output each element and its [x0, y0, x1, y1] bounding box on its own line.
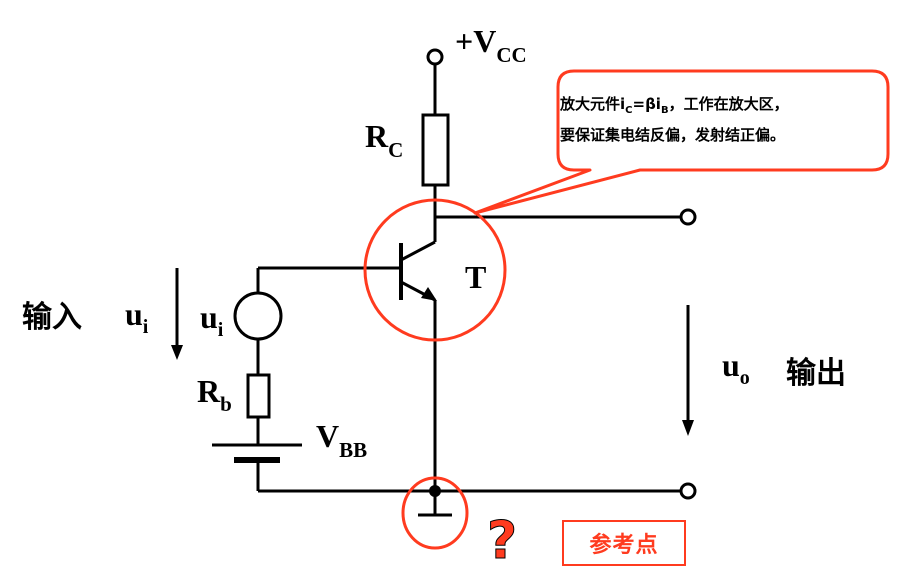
ground-junction-dot	[429, 485, 441, 497]
rc-resistor	[421, 113, 450, 187]
vbb-label: VBB	[316, 418, 367, 462]
rb-label: Rb	[197, 373, 232, 416]
transistor-highlight-ring	[363, 198, 507, 342]
ui-input-label: ui	[125, 296, 149, 338]
callout-line-2: 要保证集电结反偏，发射结正偏。	[560, 126, 786, 144]
output-arrow-icon	[682, 420, 694, 436]
input-word-label: 输入	[22, 300, 82, 335]
reference-point-label: 参考点	[562, 520, 686, 566]
source-label: ui	[200, 299, 224, 341]
vcc-label: +VCC	[455, 23, 527, 67]
vcc-terminal	[426, 48, 444, 66]
input-source-icon	[233, 291, 283, 341]
output-bottom-terminal	[679, 482, 697, 500]
callout-text: 放大元件iC=βiB，工作在放大区， 要保证集电结反偏，发射结正偏。	[560, 92, 878, 148]
callout-bubble	[473, 69, 890, 215]
input-arrow-icon	[171, 345, 183, 360]
output-word-label: 输出	[786, 356, 846, 391]
transistor-label: T	[465, 259, 486, 295]
output-top-terminal	[679, 208, 697, 226]
rb-resistor	[246, 373, 271, 419]
callout-line-1: 放大元件iC=βiB，工作在放大区，	[560, 95, 789, 116]
transistor-collector-leg	[400, 240, 436, 262]
rc-label: RC	[365, 118, 403, 162]
emitter-arrow-icon	[421, 287, 437, 301]
uo-output-label: uo	[722, 347, 750, 389]
reference-highlight-ring	[401, 476, 469, 550]
question-mark-icon: ?	[487, 511, 517, 571]
